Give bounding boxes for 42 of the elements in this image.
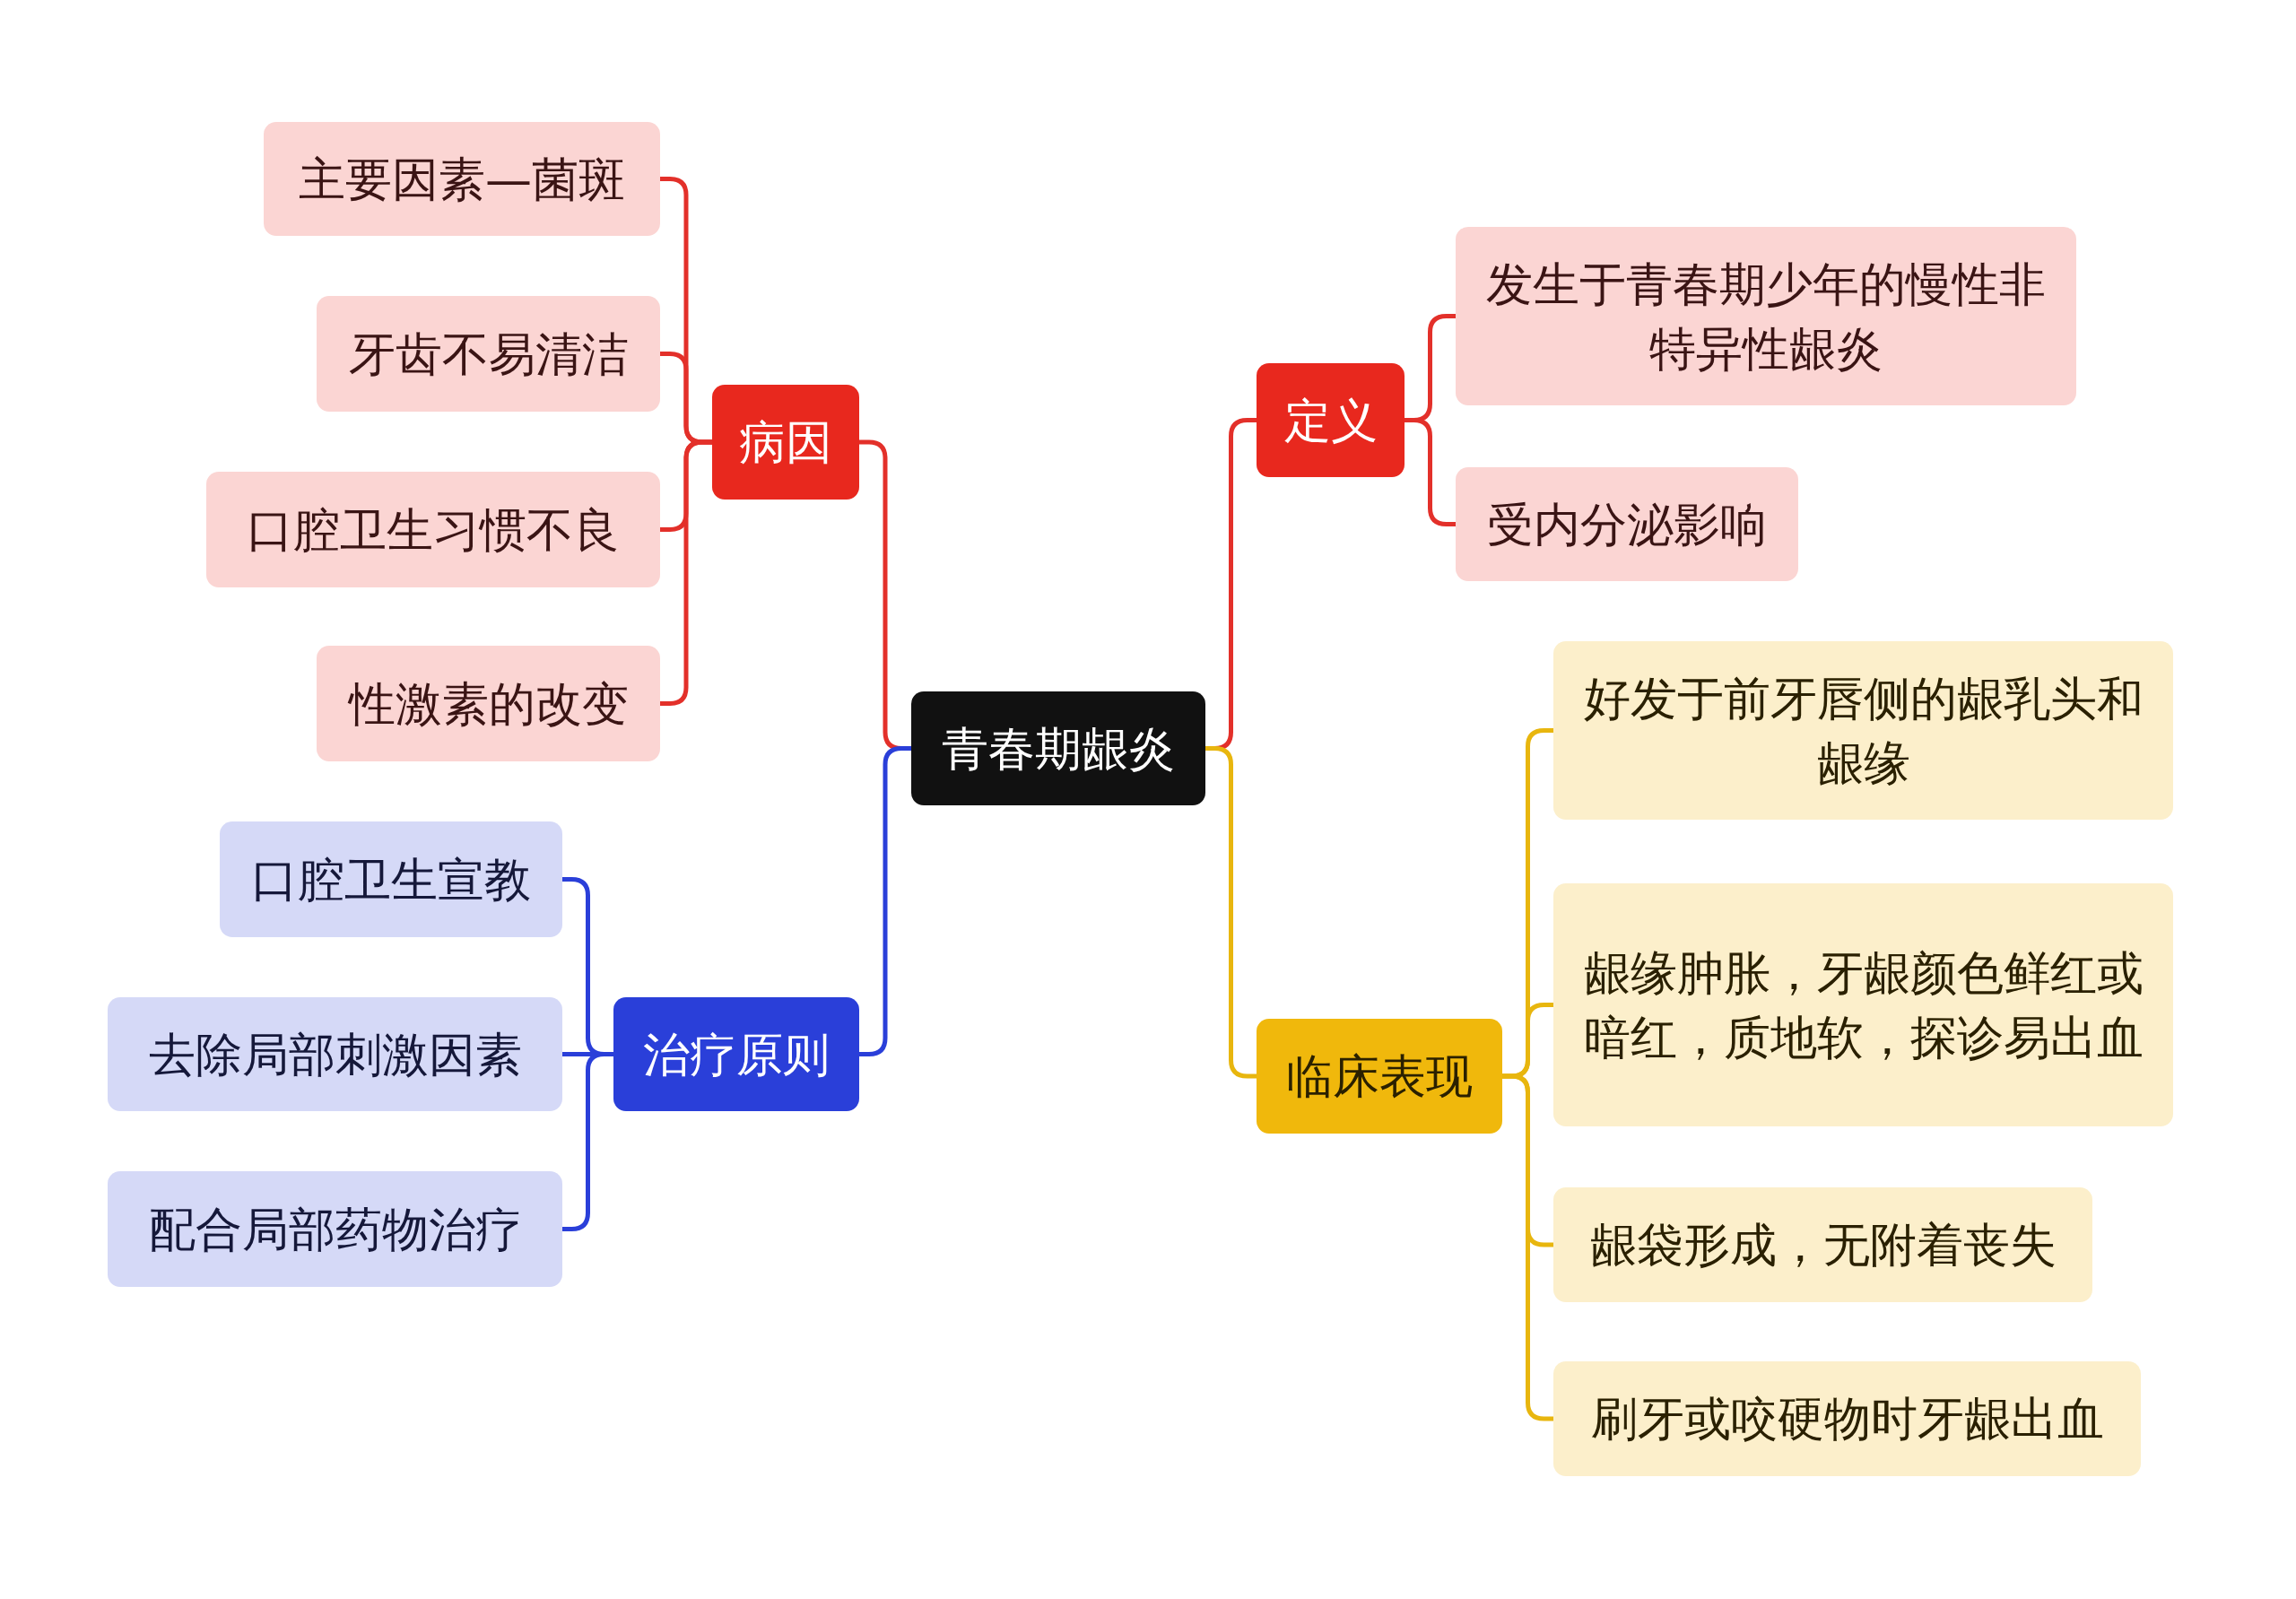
node-text: 龈缘肿胀，牙龈颜色鲜红或暗红，质地软，探诊易出血 (1582, 944, 2144, 1066)
subtopic-box (108, 997, 562, 1111)
node-text: 治疗原则 (643, 1026, 830, 1083)
node-text: 性激素的改变 (348, 675, 629, 733)
node-text: 受内分泌影响 (1487, 496, 1767, 553)
branch-topic (1257, 363, 1405, 477)
branch-topic (1257, 1019, 1502, 1134)
subtopic-box (264, 122, 660, 236)
subtopic-box (1553, 1361, 2141, 1476)
subtopic-box (1456, 467, 1798, 581)
subtopic-box (1553, 1187, 2092, 1302)
node-text: 口腔卫生宣教 (251, 851, 531, 908)
node-text: 主要因素—菌斑 (299, 151, 625, 208)
connector-line (859, 746, 911, 1056)
node-text: 配合局部药物治疗 (148, 1201, 522, 1258)
node-text: 刷牙或咬硬物时牙龈出血 (1590, 1391, 2104, 1447)
node-text: 定义 (1283, 392, 1378, 449)
node-text: 龈袋形成，无附着丧失 (1589, 1217, 2057, 1273)
subtopic-box (108, 1171, 562, 1287)
connector-line (562, 1052, 613, 1231)
node-text: 去除局部刺激因素 (148, 1026, 522, 1083)
subtopic-box (317, 296, 660, 412)
connector-line (1502, 1073, 1553, 1421)
node-text: 口腔卫生习惯不良 (247, 501, 620, 559)
node-text: 牙齿不易清洁 (348, 326, 629, 383)
node-text: 好发于前牙唇侧的龈乳头和龈缘 (1582, 670, 2144, 792)
subtopic-box (1553, 641, 2173, 820)
central-topic (911, 691, 1205, 805)
branch-topic (712, 385, 859, 500)
subtopic-box (317, 646, 660, 761)
node-text: 临床表现 (1286, 1048, 1473, 1105)
node-text: 病因 (739, 414, 832, 471)
subtopic-box (1456, 227, 2076, 405)
subtopic-box (220, 821, 562, 937)
connector-line (660, 439, 712, 706)
connector-line (1405, 418, 1456, 526)
subtopic-box (1553, 883, 2173, 1126)
branch-topic (613, 997, 859, 1111)
subtopic-box (206, 472, 660, 587)
node-text: 发生于青春期少年的慢性非特异性龈炎 (1485, 256, 2047, 378)
connector-line (1205, 746, 1257, 1079)
node-text: 青春期龈炎 (942, 720, 1175, 778)
